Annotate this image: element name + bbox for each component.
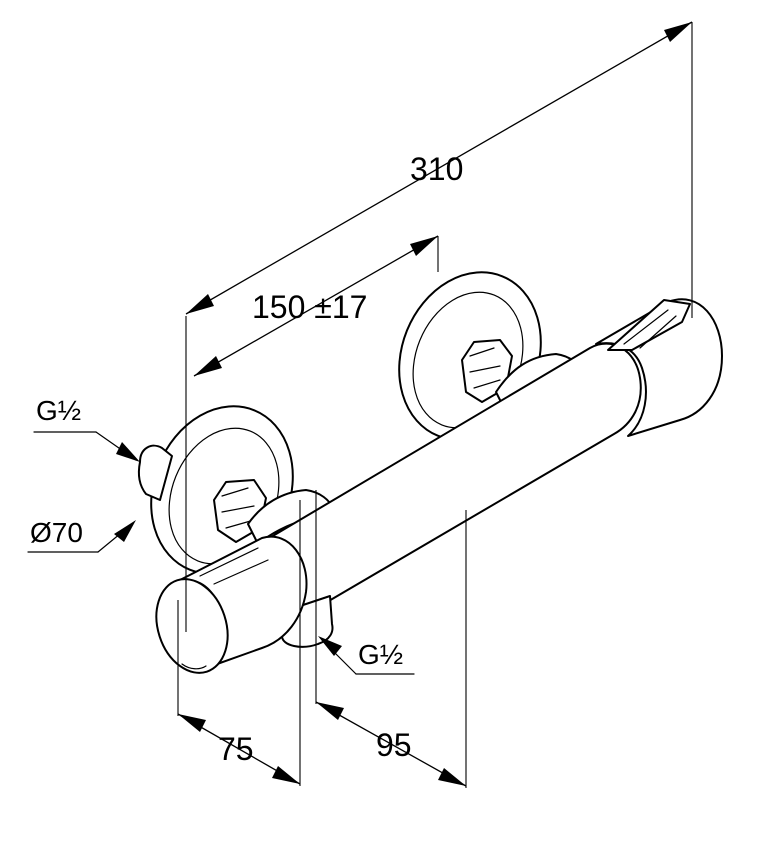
- flange-diameter-label: Ø70: [30, 517, 83, 548]
- thread-left-label: G½: [36, 395, 81, 426]
- right-handle: [595, 298, 723, 437]
- left-inlet-stub: [137, 444, 173, 501]
- dimension-front-depth: 75: [177, 500, 301, 786]
- dim-95-label: 95: [376, 727, 412, 763]
- thread-bottom-label: G½: [358, 639, 403, 670]
- dim-150-label: 150 ±17: [252, 289, 367, 325]
- left-handle: [155, 535, 308, 674]
- dim-310-label: 310: [410, 151, 463, 187]
- dimension-rear-depth: 95: [315, 490, 467, 788]
- dimension-overall-length: 310: [185, 21, 693, 632]
- callout-flange-diameter: Ø70: [27, 517, 136, 553]
- callout-thread-left: G½: [33, 395, 140, 462]
- dimension-inlet-spacing: 150 ±17: [193, 235, 439, 377]
- callout-thread-bottom: G½: [318, 636, 415, 675]
- dim-75-label: 75: [218, 731, 254, 767]
- shower-mixer: [137, 271, 723, 674]
- front-arm: [247, 489, 335, 545]
